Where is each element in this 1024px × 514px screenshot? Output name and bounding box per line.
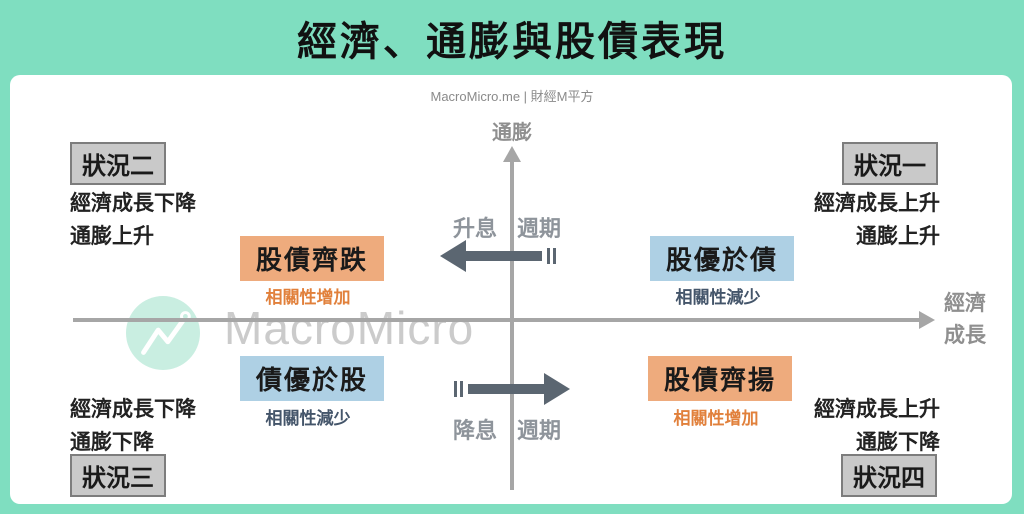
y-axis-arrowhead-icon [503, 146, 521, 162]
page-title: 經濟、通膨與股債表現 [297, 19, 727, 64]
x-axis-label-line1: 經濟 [944, 292, 986, 315]
x-axis-line [73, 318, 919, 322]
x-axis-arrowhead-icon [919, 311, 935, 329]
correlation-note-top-right: 相關性減少 [675, 288, 761, 307]
title-band: 經濟、通膨與股債表現 [0, 0, 1024, 75]
cut-cycle-word2: 週期 [517, 418, 562, 443]
cut-cycle-word1: 降息 [452, 418, 497, 443]
conditions-top-left: 經濟成長下降 通膨上升 [70, 187, 196, 253]
badge-situation-4: 狀況四 [841, 454, 937, 497]
condition-line: 經濟成長下降 [70, 398, 196, 421]
watermark-text: MacroMicro [224, 302, 475, 354]
condition-line: 通膨上升 [856, 225, 940, 248]
conditions-top-right: 經濟成長上升 通膨上升 [814, 187, 940, 253]
outcome-box-top-right: 股優於債 [650, 236, 795, 281]
badge-situation-3: 狀況三 [70, 454, 166, 497]
outcome-box-bottom-left: 債優於股 [240, 356, 385, 401]
condition-line: 通膨下降 [70, 431, 154, 454]
badge-situation-2: 狀況二 [70, 142, 166, 185]
hike-cycle-word2: 週期 [517, 216, 562, 241]
condition-line: 經濟成長上升 [814, 192, 940, 215]
condition-line: 通膨上升 [70, 225, 154, 248]
conditions-bottom-right: 經濟成長上升 通膨下降 [814, 393, 940, 459]
badge-situation-1: 狀況一 [842, 142, 938, 185]
correlation-note-top-left: 相關性增加 [265, 288, 351, 307]
y-axis-label: 通膨 [492, 122, 532, 144]
right-arrow-icon [454, 373, 570, 405]
mountain-line-icon [141, 311, 191, 355]
left-arrow-icon [440, 240, 556, 272]
hike-cycle-word1: 升息 [452, 216, 497, 241]
correlation-note-bottom-left: 相關性減少 [265, 409, 351, 428]
condition-line: 經濟成長下降 [70, 192, 196, 215]
outcome-box-top-left: 股債齊跌 [240, 236, 385, 281]
outcome-box-bottom-right: 股債齊揚 [648, 356, 793, 401]
source-credit: MacroMicro.me | 財經M平方 [430, 89, 594, 104]
conditions-bottom-left: 經濟成長下降 通膨下降 [70, 393, 196, 459]
x-axis-label: 經濟 成長 [934, 288, 996, 352]
macromicro-logo-icon [126, 296, 200, 370]
condition-line: 通膨下降 [856, 431, 940, 454]
x-axis-label-line2: 成長 [944, 324, 986, 347]
correlation-note-bottom-right: 相關性增加 [673, 409, 759, 428]
condition-line: 經濟成長上升 [814, 398, 940, 421]
y-axis-line [510, 160, 514, 490]
